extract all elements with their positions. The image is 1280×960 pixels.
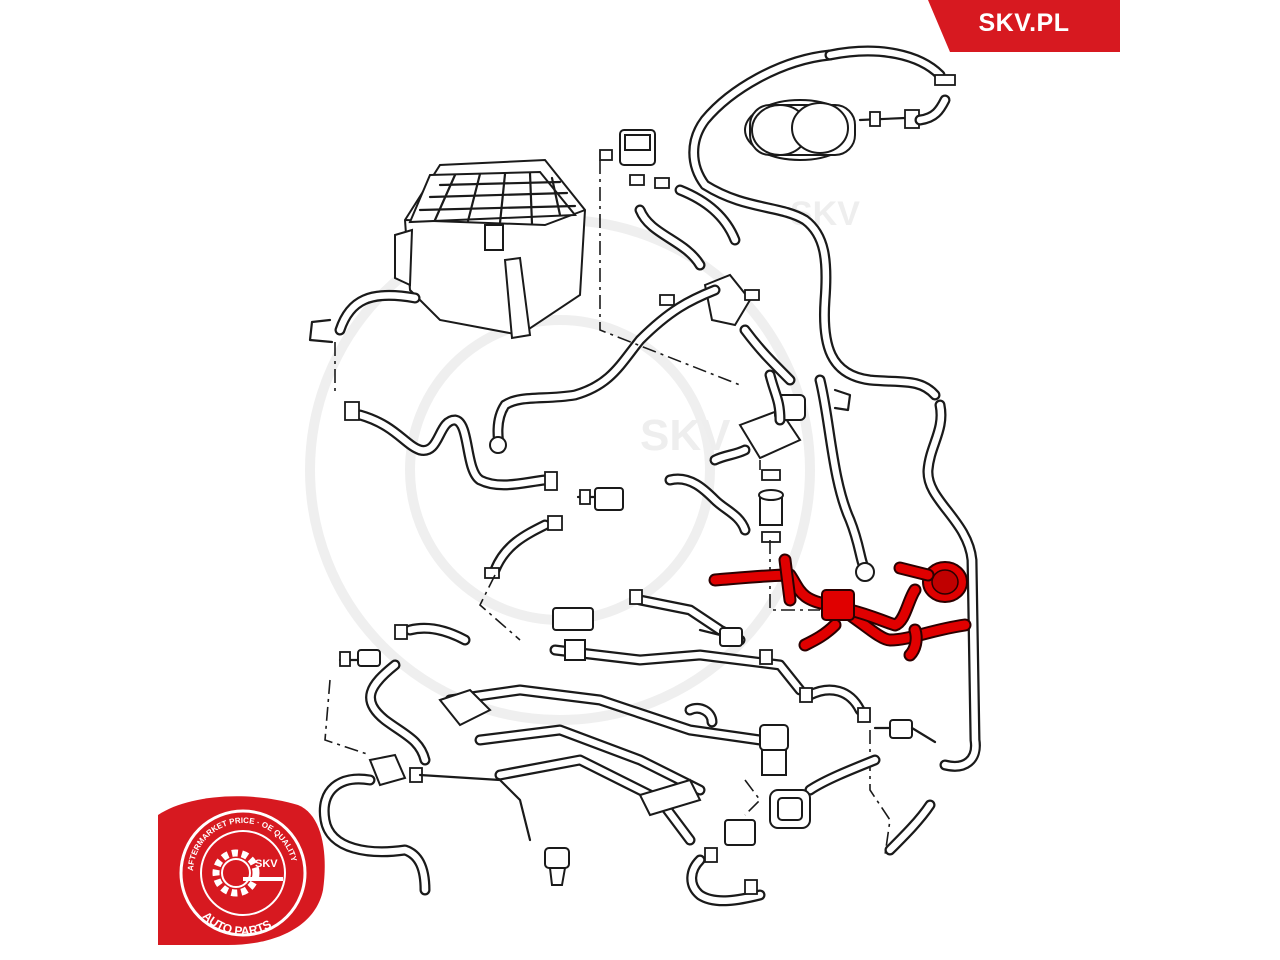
valve-cluster — [709, 369, 875, 582]
lower-pipe-assembly — [338, 589, 806, 846]
right-lower-hoses — [684, 684, 937, 856]
highlighted-hose-assembly — [708, 553, 972, 662]
tank-outlet-hose — [308, 289, 558, 491]
seal-center-label: SKV — [255, 858, 278, 870]
skv-quality-seal: AFTERMARKET PRICE · OE QUALITY AUTO PART… — [158, 796, 325, 945]
watermark-text: SKV — [640, 411, 731, 460]
expansion-tank — [394, 158, 587, 340]
brand-site-label: SKV.PL — [978, 9, 1070, 37]
left-small-hoses — [484, 473, 751, 579]
center-upper-hoses — [489, 129, 796, 454]
bottom-left-hoses — [318, 753, 766, 907]
brand-tab — [928, 0, 1120, 52]
vacuum-canister — [744, 74, 956, 161]
top-loop-hose — [688, 45, 981, 772]
